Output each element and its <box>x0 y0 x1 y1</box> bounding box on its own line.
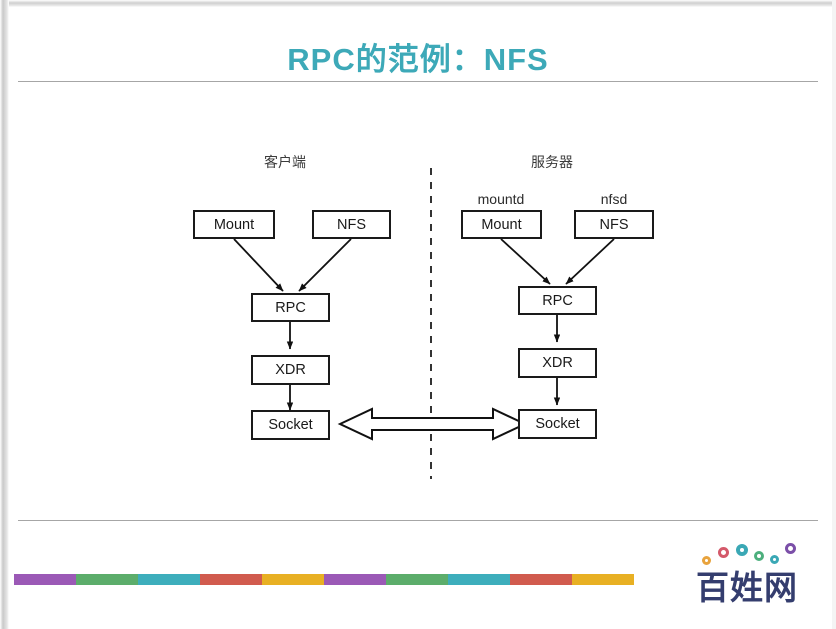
client-box-rpc[interactable]: RPC <box>251 293 330 322</box>
client-box-nfs[interactable]: NFS <box>312 210 391 239</box>
server-nfs-to-rpc-arrow <box>565 238 615 285</box>
logo-dot-icon <box>770 555 779 564</box>
footer-color-bar <box>14 574 634 585</box>
server-side-label: 服务器 <box>531 154 573 170</box>
color-bar-segment <box>572 574 634 585</box>
server-daemon-label-nfsd: nfsd <box>600 191 628 207</box>
client-nfs-to-rpc-arrow <box>298 238 352 292</box>
logo-dot-icon <box>702 556 711 565</box>
server-box-mount[interactable]: Mount <box>461 210 542 239</box>
color-bar-segment <box>324 574 386 585</box>
color-bar-segment <box>262 574 324 585</box>
logo-dot-icon <box>754 551 764 561</box>
server-box-rpc[interactable]: RPC <box>518 286 597 315</box>
title-divider <box>18 81 818 82</box>
logo-dot-icon <box>736 544 748 556</box>
footer-divider <box>18 520 818 521</box>
client-box-mount[interactable]: Mount <box>193 210 275 239</box>
server-daemon-label-mountd: mountd <box>477 191 525 207</box>
brand-logo: 百姓网 <box>682 542 812 604</box>
client-mount-to-rpc-arrow <box>233 238 284 292</box>
slide-frame-top <box>0 0 836 7</box>
color-bar-segment <box>200 574 262 585</box>
color-bar-segment <box>510 574 572 585</box>
color-bar-segment <box>76 574 138 585</box>
client-box-xdr[interactable]: XDR <box>251 355 330 385</box>
server-mount-to-rpc-arrow <box>500 238 551 285</box>
slide-frame-left <box>0 0 9 629</box>
color-bar-segment <box>448 574 510 585</box>
client-side-label: 客户端 <box>264 154 306 170</box>
logo-dot-icon <box>785 543 796 554</box>
color-bar-segment <box>138 574 200 585</box>
logo-dots-icon <box>692 542 812 565</box>
client-box-socket[interactable]: Socket <box>251 410 330 440</box>
color-bar-segment <box>14 574 76 585</box>
logo-wordmark: 百姓网 <box>696 568 798 607</box>
color-bar-segment <box>386 574 448 585</box>
page-title: RPC的范例：NFS <box>287 42 549 77</box>
server-box-xdr[interactable]: XDR <box>518 348 597 378</box>
server-box-nfs[interactable]: NFS <box>574 210 654 239</box>
socket-to-socket-bidirectional-arrow <box>337 407 528 441</box>
server-box-socket[interactable]: Socket <box>518 409 597 439</box>
logo-dot-icon <box>718 547 729 558</box>
slide-frame-right <box>832 0 836 629</box>
